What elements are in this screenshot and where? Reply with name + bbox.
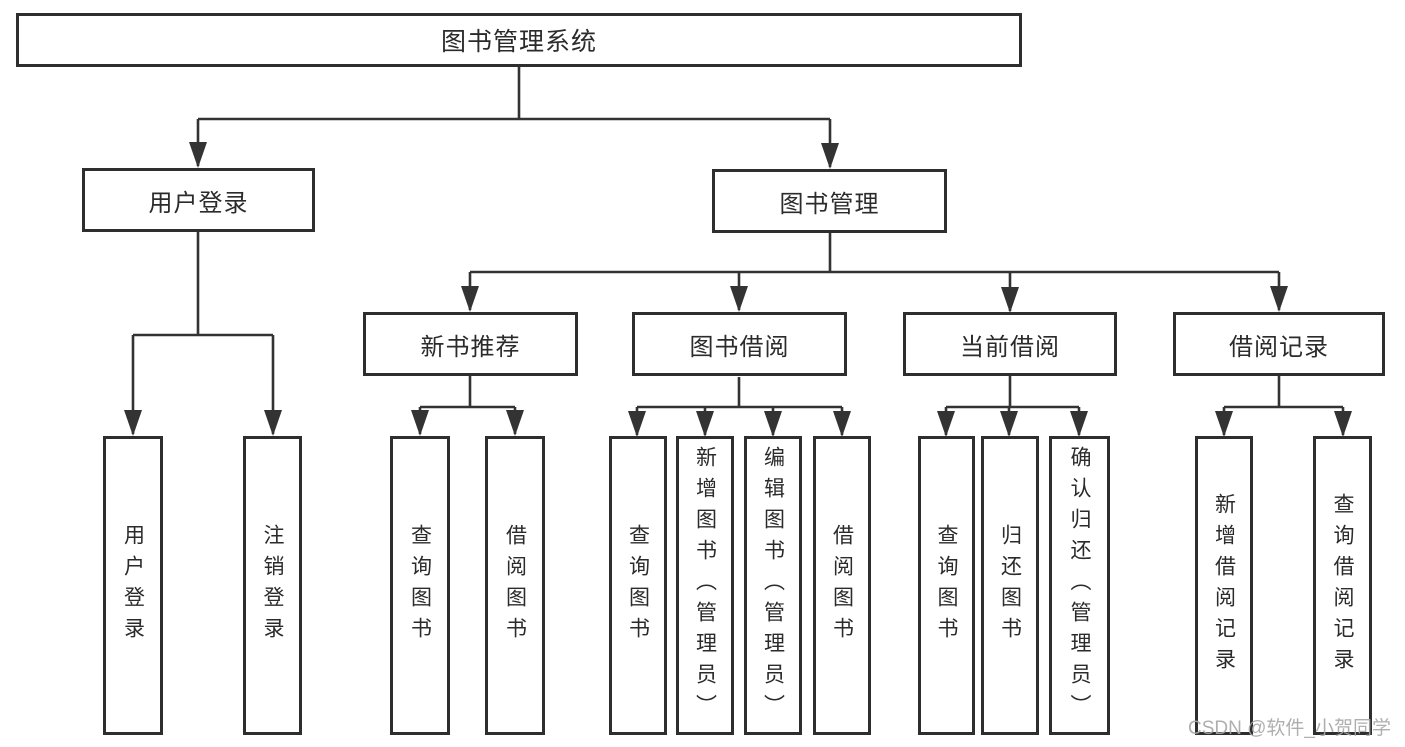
arrow-down-icon	[821, 143, 839, 169]
leaf-add-books-admin: 新增图书（管理员）	[676, 436, 734, 735]
node-label: 图书管理	[779, 190, 880, 218]
leaf-borrow-books-recommend: 借阅图书	[485, 436, 545, 735]
node-label: 编辑图书（管理员）	[761, 446, 785, 725]
leaf-borrow-books: 借阅图书	[813, 436, 871, 735]
node-label: 确认归还（管理员）	[1068, 446, 1091, 725]
arrow-down-icon	[833, 411, 851, 437]
node-current-borrowing: 当前借阅	[903, 312, 1117, 376]
node-label: 查询图书	[935, 523, 958, 648]
leaf-user-login: 用户登录	[103, 436, 163, 735]
node-label: 借阅图书	[503, 523, 527, 648]
arrow-down-icon	[1001, 287, 1019, 313]
node-user-login: 用户登录	[82, 168, 315, 232]
node-label: 查询图书	[408, 523, 432, 648]
arrow-down-icon	[461, 286, 479, 312]
node-borrowing-records: 借阅记录	[1173, 312, 1385, 376]
leaf-query-books-current: 查询图书	[918, 436, 975, 735]
node-label: 借阅图书	[830, 523, 854, 648]
leaf-add-borrow-record: 新增借阅记录	[1195, 436, 1253, 735]
arrow-down-icon	[189, 142, 207, 168]
leaf-logout: 注销登录	[243, 436, 302, 735]
arrow-down-icon	[1270, 286, 1288, 312]
leaf-confirm-return-admin: 确认归还（管理员）	[1049, 436, 1110, 735]
arrow-down-icon	[1334, 411, 1352, 437]
node-label: 用户登录	[121, 523, 145, 648]
arrow-down-icon	[1215, 411, 1233, 437]
leaf-query-books-recommend: 查询图书	[390, 436, 450, 735]
node-label: 新书推荐	[420, 333, 521, 361]
arrow-down-icon	[264, 410, 282, 436]
node-label: 新增图书（管理员）	[693, 446, 717, 725]
leaf-query-books-borrow: 查询图书	[609, 436, 667, 735]
node-label: 新增借阅记录	[1212, 492, 1236, 679]
node-label: 查询图书	[626, 523, 650, 648]
arrowhead-icons	[124, 142, 1352, 437]
node-book-borrowing: 图书借阅	[632, 312, 847, 376]
node-label: 当前借阅	[960, 333, 1060, 361]
node-label: 归还图书	[998, 523, 1022, 648]
arrow-down-icon	[730, 286, 748, 312]
node-new-book-recommendation: 新书推荐	[363, 312, 578, 376]
arrow-down-icon	[506, 410, 524, 436]
node-label: 借阅记录	[1229, 333, 1329, 361]
arrow-down-icon	[937, 411, 955, 437]
arrow-down-icon	[1070, 411, 1088, 437]
node-label: 图书管理系统	[440, 28, 597, 56]
arrow-down-icon	[124, 410, 142, 436]
csdn-watermark: CSDN @软件_小贺同学	[1188, 718, 1391, 739]
node-library-management-system: 图书管理系统	[16, 13, 1022, 67]
node-label: 查询借阅记录	[1331, 492, 1354, 679]
arrow-down-icon	[764, 411, 782, 437]
node-book-management: 图书管理	[712, 169, 947, 233]
arrow-down-icon	[696, 411, 714, 437]
node-label: 用户登录	[148, 189, 249, 217]
leaf-edit-books-admin: 编辑图书（管理员）	[744, 436, 802, 735]
leaf-return-books: 归还图书	[981, 436, 1039, 735]
node-label: 注销登录	[261, 523, 284, 648]
leaf-query-borrow-record: 查询借阅记录	[1313, 436, 1372, 735]
arrow-down-icon	[628, 411, 646, 437]
arrow-down-icon	[1000, 411, 1018, 437]
node-label: 图书借阅	[689, 333, 790, 361]
connector-lines	[131, 67, 1345, 435]
arrow-down-icon	[411, 410, 429, 436]
